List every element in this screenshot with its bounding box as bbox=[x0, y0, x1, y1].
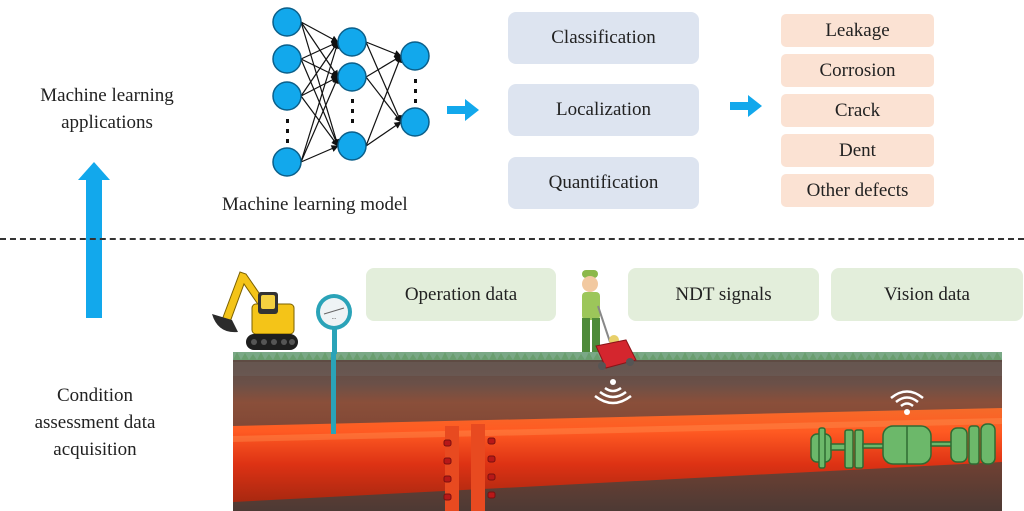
svg-text:•••: ••• bbox=[332, 316, 337, 321]
up-arrow-shaft bbox=[86, 178, 102, 318]
nn-edge bbox=[300, 41, 340, 163]
topsoil-texture bbox=[233, 362, 1002, 376]
section-divider bbox=[0, 238, 1024, 240]
nn-node bbox=[400, 107, 430, 137]
pipeline-cross-section bbox=[233, 352, 1002, 511]
condition-assessment-label: Condition assessment data acquisition bbox=[10, 382, 180, 463]
condition-line-1: Condition bbox=[56, 385, 133, 406]
ml-model-label: Machine learning model bbox=[222, 194, 408, 215]
pipe-flange bbox=[443, 424, 496, 511]
defect-corrosion: Corrosion bbox=[781, 54, 934, 87]
right-arrow-icon bbox=[447, 99, 479, 121]
wireless-signal-icon bbox=[594, 379, 632, 405]
nn-edge bbox=[365, 55, 403, 147]
excavator-icon bbox=[212, 271, 298, 350]
right-arrow-icon bbox=[730, 95, 762, 117]
condition-line-3: acquisition bbox=[53, 439, 137, 460]
nn-edge bbox=[365, 55, 402, 78]
defect-leakage: Leakage bbox=[781, 14, 934, 47]
defect-other: Other defects bbox=[781, 174, 934, 207]
task-localization: Localization bbox=[508, 84, 699, 136]
operator-with-gpr-cart-icon bbox=[582, 270, 637, 370]
nn-node bbox=[337, 131, 367, 161]
nn-node bbox=[272, 147, 302, 177]
neural-network-icon bbox=[272, 7, 430, 177]
nn-edge bbox=[300, 76, 339, 97]
defect-dent: Dent bbox=[781, 134, 934, 167]
pipe bbox=[233, 408, 1002, 502]
nn-edge bbox=[365, 121, 402, 147]
grass-blades bbox=[233, 352, 1002, 360]
nn-node bbox=[337, 27, 367, 57]
gauge-stem bbox=[331, 352, 336, 434]
nn-node bbox=[272, 81, 302, 111]
data-vision: Vision data bbox=[831, 268, 1023, 321]
nn-edge bbox=[365, 41, 402, 123]
nn-edge bbox=[300, 21, 339, 78]
nn-edge bbox=[300, 41, 339, 97]
inline-inspection-robot-icon bbox=[810, 423, 996, 469]
nn-edge bbox=[365, 41, 402, 57]
pressure-gauge-icon: ••• bbox=[316, 294, 352, 354]
nn-edge bbox=[300, 21, 340, 147]
ml-applications-label: Machine learning applications bbox=[18, 82, 196, 136]
pipeline-scene bbox=[233, 352, 1002, 511]
ml-applications-line-1: Machine learning bbox=[40, 85, 174, 106]
nn-edge bbox=[300, 76, 339, 163]
nn-node bbox=[400, 41, 430, 71]
nn-edge bbox=[300, 145, 339, 163]
task-classification: Classification bbox=[508, 12, 699, 64]
nn-node bbox=[272, 44, 302, 74]
defect-crack: Crack bbox=[781, 94, 934, 127]
pipe-highlight bbox=[233, 418, 1002, 442]
task-quantification: Quantification bbox=[508, 157, 699, 209]
condition-line-2: assessment data bbox=[34, 412, 156, 433]
ml-applications-line-2: applications bbox=[61, 112, 153, 133]
ellipsis-dots bbox=[286, 79, 417, 143]
nn-edge bbox=[300, 21, 339, 43]
data-ndt-signals: NDT signals bbox=[628, 268, 819, 321]
nn-node bbox=[272, 7, 302, 37]
nn-node bbox=[337, 62, 367, 92]
data-operation: Operation data bbox=[366, 268, 556, 321]
wifi-icon bbox=[890, 390, 924, 415]
up-arrow-icon bbox=[78, 162, 110, 180]
